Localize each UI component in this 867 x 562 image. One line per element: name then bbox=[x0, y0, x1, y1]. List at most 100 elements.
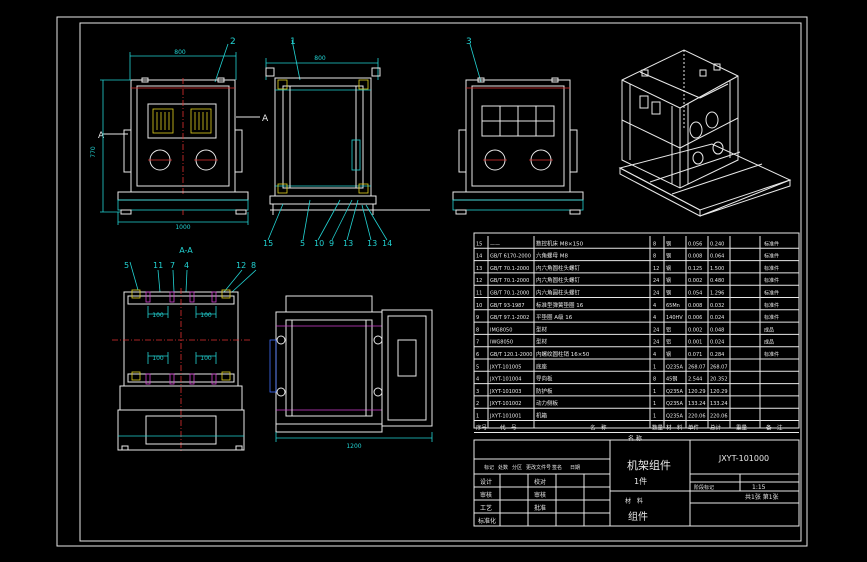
material-value: 组件 bbox=[628, 510, 648, 523]
bom-cell-qty: 24 bbox=[653, 340, 659, 346]
bom-cell-no: 9 bbox=[476, 315, 479, 321]
bom-cell-total: 0.024 bbox=[710, 340, 724, 346]
bom-cell-note: 标准件 bbox=[764, 265, 779, 272]
tb-col-count: 处数 bbox=[498, 464, 508, 471]
side-balloon-7: 14 bbox=[382, 239, 392, 248]
bom-header-weight: 重量 bbox=[736, 424, 748, 432]
bom-cell-note: 标准件 bbox=[764, 277, 779, 284]
bom-cell-qty: 4 bbox=[653, 303, 656, 309]
bom-cell-no: 14 bbox=[476, 254, 482, 260]
bom-cell-name: 底座 bbox=[536, 362, 548, 370]
bom-cell-unit: 0.001 bbox=[688, 340, 702, 346]
bom-cell-note: 标准件 bbox=[764, 302, 779, 309]
bom-cell-code: GB/T 6170-2000 bbox=[490, 254, 531, 260]
bom-cell-name: 导向板 bbox=[536, 375, 553, 383]
tb-check2: 审核 bbox=[534, 491, 546, 499]
tb-col-date: 日期 bbox=[570, 465, 580, 471]
inner-border bbox=[79, 22, 802, 542]
side-balloon-3: 10 bbox=[314, 239, 324, 248]
bom-cell-no: 2 bbox=[476, 401, 479, 407]
tb-col-mark: 标记 bbox=[484, 464, 494, 471]
sec-balloon-1: 5 bbox=[124, 261, 129, 270]
bom-cell-total: 0.064 bbox=[710, 254, 724, 260]
bom-cell-qty: 4 bbox=[653, 315, 656, 321]
drawing-number: JXYT-101000 bbox=[718, 454, 769, 463]
sec-balloon-4: 4 bbox=[184, 261, 189, 270]
bom-cell-mat: 45钢 bbox=[666, 376, 677, 383]
drawing-name: 机架组件 bbox=[627, 458, 671, 472]
bom-cell-unit: 133.24 bbox=[688, 401, 706, 407]
bom-cell-no: 7 bbox=[476, 340, 479, 346]
bom-cell-total: 0.284 bbox=[710, 352, 724, 358]
balloon-side-top: 1 bbox=[290, 37, 296, 47]
bom-cell-unit: 0.006 bbox=[688, 315, 702, 321]
side-balloon-2: 5 bbox=[300, 239, 305, 248]
balloon-back: 3 bbox=[466, 37, 472, 47]
bom-header-name: 名 称 bbox=[590, 424, 607, 432]
bom-cell-code: GB/T 93-1987 bbox=[490, 303, 525, 309]
bom-cell-unit: 0.002 bbox=[688, 278, 702, 284]
bom-cell-total: 1.500 bbox=[710, 266, 724, 272]
bom-cell-name: 内六角圆柱头螺钉 bbox=[536, 264, 581, 272]
bom-cell-unit: 0.056 bbox=[688, 241, 702, 247]
bom-cell-total: 0.032 bbox=[710, 303, 724, 309]
bom-cell-mat: 铝 bbox=[666, 339, 671, 346]
bom-cell-unit: 0.054 bbox=[688, 291, 702, 297]
tb-check: 校对 bbox=[534, 478, 546, 486]
drawing-name-sub: 1件 bbox=[634, 476, 647, 486]
side-balloon-1: 15 bbox=[263, 239, 273, 248]
sec-balloon-5: 12 bbox=[236, 261, 246, 270]
sheet-count: 共1张 第1张 bbox=[745, 493, 779, 501]
bom-header-mat: 材 料 bbox=[666, 424, 683, 432]
bom-cell-total: 0.024 bbox=[710, 315, 724, 321]
bom-cell-no: 8 bbox=[476, 327, 479, 333]
bom-cell-note: 成品 bbox=[764, 326, 774, 333]
bom-cell-total: 20.352 bbox=[710, 377, 728, 383]
bom-cell-name: 防护板 bbox=[536, 387, 553, 395]
bom-cell-unit: 120.29 bbox=[688, 389, 706, 395]
bom-cell-code: GB/T 70.1-2000 bbox=[490, 278, 529, 284]
bom-cell-unit: 0.008 bbox=[688, 303, 702, 309]
bom-cell-note: 标准件 bbox=[764, 253, 779, 260]
bom-cell-name: 六角螺母 M8 bbox=[536, 252, 568, 260]
bom-header-code: 代 号 bbox=[500, 424, 517, 432]
bom-cell-total: 0.240 bbox=[710, 241, 724, 247]
plan-view: 1200 bbox=[269, 295, 433, 450]
bom-cell-name: 动力侧板 bbox=[536, 399, 559, 407]
bom-cell-name: 平垫圈 A级 16 bbox=[536, 313, 573, 321]
bom-cell-total: 1.296 bbox=[710, 291, 724, 297]
bom-cell-note: 标准件 bbox=[764, 351, 779, 358]
bom-cell-no: 15 bbox=[476, 241, 482, 247]
bom-header-note: 备 注 bbox=[766, 424, 783, 432]
bom-cell-note: 标准件 bbox=[764, 290, 779, 297]
title-block: 标记 处数 分区 更改文件号 签名 日期 设计 审核 工艺 标准化 校对 审核 … bbox=[473, 439, 800, 527]
bom-cell-qty: 8 bbox=[653, 241, 656, 247]
bom-cell-no: 11 bbox=[476, 291, 482, 297]
bom-cell-no: 13 bbox=[476, 266, 482, 272]
sec-dim-2: 100 bbox=[200, 312, 212, 319]
plan-length-dim: 1200 bbox=[346, 443, 361, 450]
sec-balloon-3: 7 bbox=[170, 261, 175, 270]
bom-cell-qty: 1 bbox=[653, 364, 656, 370]
bom-cell-unit: 0.125 bbox=[688, 266, 702, 272]
bom-cell-code: IWG8050 bbox=[490, 340, 513, 346]
bom-cell-no: 6 bbox=[476, 352, 479, 358]
bom-cell-code: JXYT-101001 bbox=[489, 414, 521, 420]
tb-col-sign: 签名 bbox=[552, 464, 562, 471]
isometric-view bbox=[618, 49, 792, 217]
tb-row-review: 审核 bbox=[480, 491, 492, 499]
bom-cell-qty: 24 bbox=[653, 327, 659, 333]
bom-cell-qty: 8 bbox=[653, 254, 656, 260]
bom-cell-mat: Q235A bbox=[666, 414, 683, 420]
side-width-dim: 800 bbox=[314, 55, 326, 62]
bom-header-qty: 数量 bbox=[652, 424, 664, 432]
bom-cell-qty: 1 bbox=[653, 414, 656, 420]
bom-cell-mat: 钢 bbox=[666, 351, 671, 358]
bom-cell-mat: 钢 bbox=[666, 290, 671, 297]
bom-header-total: 总计 bbox=[710, 424, 722, 432]
bom-cell-mat: Q235A bbox=[666, 364, 683, 370]
sec-dim-4: 100 bbox=[200, 355, 212, 362]
bom-cell-mat: Q235A bbox=[666, 389, 683, 395]
bom-cell-code: GB/T 70.1-2000 bbox=[490, 266, 529, 272]
